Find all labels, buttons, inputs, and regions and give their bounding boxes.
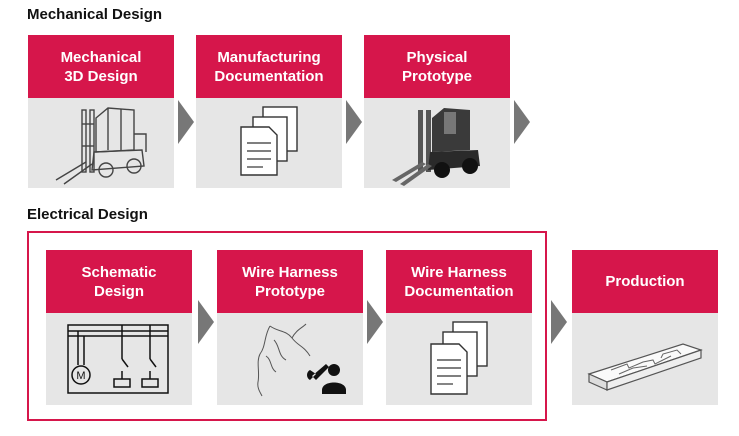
step-label: Mechanical 3D Design <box>28 35 174 98</box>
step-label: Wire Harness Documentation <box>386 250 532 313</box>
schematic-icon: M <box>67 324 169 394</box>
svg-text:M: M <box>76 370 85 382</box>
step-physical-prototype: Physical Prototype <box>364 35 510 188</box>
forklift-solid-icon <box>392 108 480 186</box>
step-wire-harness-documentation: Wire Harness Documentation <box>386 250 532 405</box>
electrical-design-frame <box>27 231 547 421</box>
step-schematic-design: Schematic Design M <box>46 250 192 405</box>
flow-arrow <box>367 300 383 344</box>
documents-icon <box>430 321 488 395</box>
flow-arrow <box>551 300 567 344</box>
flow-arrow <box>178 100 194 144</box>
harness-board-icon <box>587 343 703 391</box>
electrical-section-title: Electrical Design <box>27 206 148 223</box>
step-label: Schematic Design <box>46 250 192 313</box>
flow-arrow <box>514 100 530 144</box>
step-manufacturing-documentation: Manufacturing Documentation <box>196 35 342 188</box>
step-mechanical-3d-design: Mechanical 3D Design <box>28 35 174 188</box>
wire-harness-worker-icon <box>257 323 346 397</box>
step-wire-harness-prototype: Wire Harness Prototype <box>217 250 363 405</box>
step-label: Physical Prototype <box>364 35 510 98</box>
step-label: Wire Harness Prototype <box>217 250 363 313</box>
step-production: Production <box>572 250 718 405</box>
mechanical-section-title: Mechanical Design <box>27 6 163 23</box>
step-label: Production <box>572 250 718 313</box>
step-label: Manufacturing Documentation <box>196 35 342 98</box>
flow-arrow <box>346 100 362 144</box>
documents-icon <box>240 106 298 176</box>
flow-arrow <box>198 300 214 344</box>
forklift-outline-icon <box>55 107 147 185</box>
